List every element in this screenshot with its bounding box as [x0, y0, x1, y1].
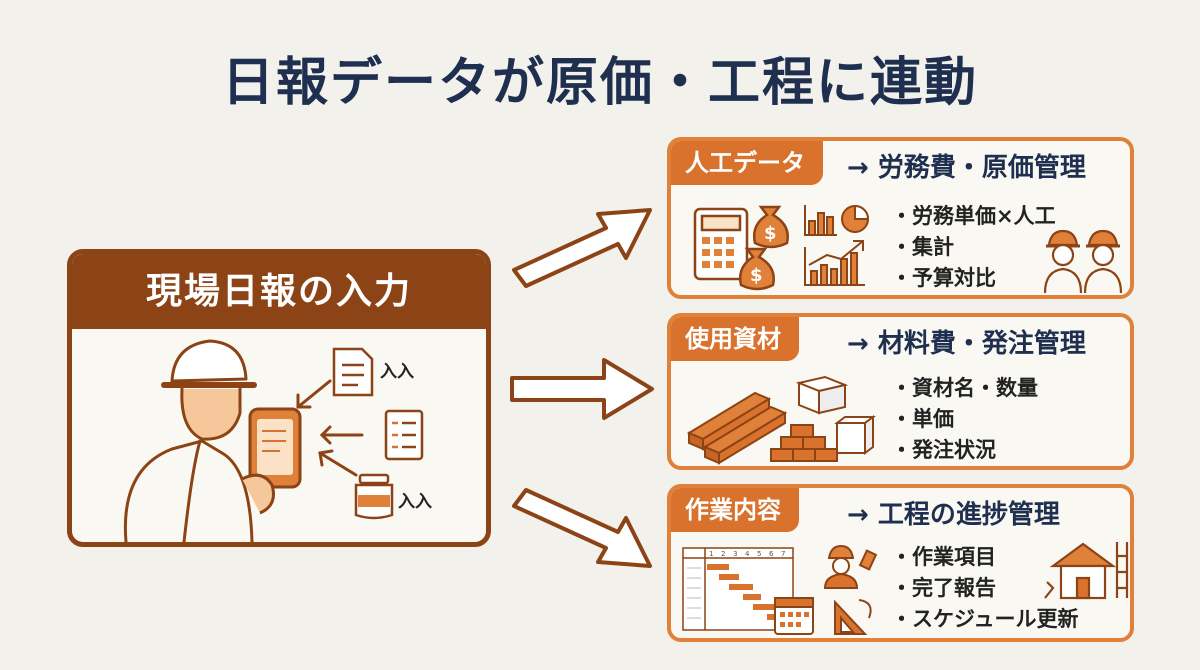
- input-label-2: 入入: [398, 492, 432, 512]
- labor-cost-illustration: $ $: [693, 204, 870, 291]
- pie-chart-icon: [841, 204, 870, 233]
- gantt-col: 7: [781, 550, 785, 558]
- output-tag-labor: 人工データ: [671, 141, 823, 185]
- flow-arrow-middle: [510, 358, 654, 420]
- output-heading-schedule: → 工程の進捗管理: [847, 500, 1060, 530]
- input-label-1: 入入: [380, 362, 414, 382]
- output-heading-labor: → 労務費・原価管理: [847, 153, 1086, 183]
- list-item: 資材名・数量: [891, 373, 1038, 404]
- jar-icon: [354, 473, 394, 520]
- trend-chart-icon: [804, 240, 865, 286]
- lumber-icon: [686, 391, 788, 465]
- output-heading-materials: → 材料費・発注管理: [847, 329, 1086, 359]
- svg-text:$: $: [750, 265, 763, 286]
- svg-text:$: $: [764, 223, 777, 244]
- gantt-col: 4: [745, 550, 750, 558]
- output-list-schedule: 作業項目 完了報告 スケジュール更新: [891, 542, 1079, 635]
- worker-input-illustration: 入入 入入: [123, 339, 432, 542]
- daily-report-input-card: 現場日報の入力 入入: [67, 249, 491, 547]
- gantt-col: 5: [757, 550, 761, 558]
- list-item: 単価: [891, 404, 1038, 435]
- house-construction-icon: [1044, 542, 1129, 600]
- gantt-col: 1: [709, 550, 713, 558]
- list-item: 労務単価×人工: [891, 201, 1056, 232]
- list-item: 完了報告: [891, 573, 1079, 604]
- list-item: 作業項目: [891, 542, 1079, 573]
- output-card-schedule: 作業内容 → 工程の進捗管理 1 2 3 4 5 6 7: [667, 484, 1134, 642]
- workers-icon: [1043, 229, 1123, 294]
- output-tag-materials: 使用資材: [671, 317, 799, 361]
- output-tag-schedule: 作業内容: [671, 488, 799, 532]
- schedule-illustration: 1 2 3 4 5 6 7: [682, 544, 878, 635]
- output-card-labor: 人工データ → 労務費・原価管理 $ $: [667, 137, 1134, 299]
- money-bag-icon: $ $: [739, 205, 789, 291]
- calculator-icon: [693, 207, 749, 281]
- document-icon: [332, 347, 374, 397]
- output-list-labor: 労務単価×人工 集計 予算対比: [891, 201, 1056, 294]
- gantt-col: 6: [769, 550, 774, 558]
- flow-arrow-bottom: [512, 488, 652, 568]
- block-icon: [795, 375, 876, 455]
- checklist-icon: [384, 409, 424, 461]
- materials-illustration: [686, 375, 876, 465]
- worker-icon: [123, 339, 257, 542]
- gantt-col: 3: [733, 550, 737, 558]
- worker-icon: [823, 544, 878, 589]
- smartphone-icon: [248, 407, 302, 489]
- calendar-icon: [774, 597, 814, 635]
- bricks-icon: [770, 424, 838, 462]
- list-item: 集計: [891, 232, 1056, 263]
- page-title: 日報データが原価・工程に連動: [221, 53, 978, 113]
- input-card-header: 現場日報の入力: [72, 254, 486, 329]
- output-card-materials: 使用資材 → 材料費・発注管理 資材名・数量 単価 発注状況: [667, 313, 1134, 470]
- bar-chart-icon: [804, 205, 837, 236]
- list-item: スケジュール更新: [891, 604, 1079, 635]
- output-list-materials: 資材名・数量 単価 発注状況: [891, 373, 1038, 466]
- flow-arrow-top: [512, 208, 652, 288]
- list-item: 発注状況: [891, 435, 1038, 466]
- gantt-col: 2: [721, 550, 725, 558]
- list-item: 予算対比: [891, 263, 1056, 294]
- triangle-ruler-icon: [834, 599, 872, 635]
